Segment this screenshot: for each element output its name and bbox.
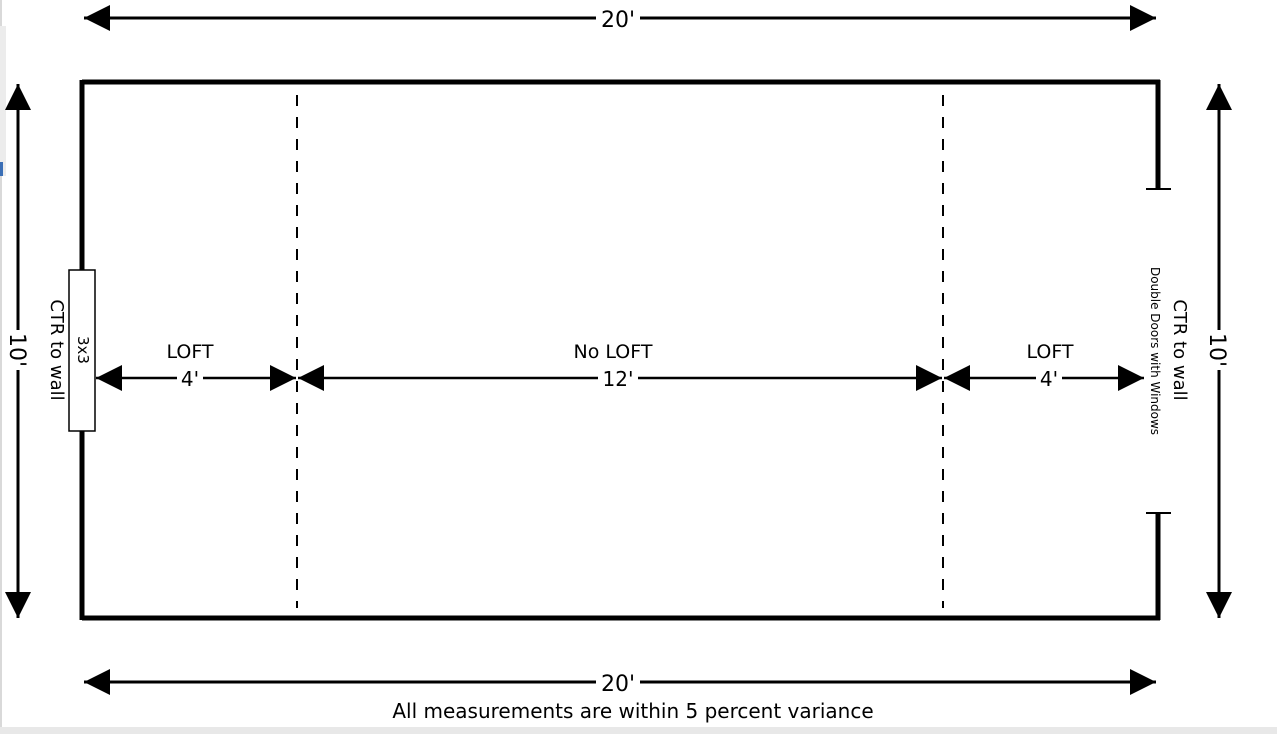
double-doors-label: Double Doors with Windows (1148, 267, 1162, 435)
loft-left-label: LOFT (166, 341, 213, 363)
bottom-dimension: 20' (84, 669, 1156, 697)
variance-note: All measurements are within 5 percent va… (392, 699, 873, 723)
no-loft-dim-label: 12' (603, 367, 634, 391)
post-box: 3x3 (68, 269, 96, 432)
loft-right-dim-label: 4' (1040, 367, 1058, 391)
loft-left-dim-label: 4' (181, 367, 199, 391)
top-dimension: 20' (84, 4, 1156, 33)
right-ctr-label: CTR to wall (1169, 299, 1190, 400)
right-dimension: 10' (1204, 84, 1233, 618)
loft-left-dimension: 4' LOFT (96, 341, 296, 391)
left-edge-line (0, 0, 2, 727)
left-ctr-label: CTR to wall (46, 299, 67, 400)
bottom-edge-band (0, 727, 1277, 734)
left-dimension: 10' (4, 84, 32, 618)
loft-right-label: LOFT (1026, 341, 1073, 363)
right-height-label: 10' (1204, 333, 1229, 367)
loft-right-dimension: 4' LOFT (944, 341, 1144, 391)
no-loft-dimension: 12' No LOFT (298, 341, 942, 391)
left-height-label: 10' (4, 333, 29, 367)
left-edge-tab (0, 26, 6, 176)
top-width-label: 20' (601, 8, 635, 33)
left-edge-accent (0, 162, 3, 176)
bottom-width-label: 20' (601, 672, 635, 697)
post-label: 3x3 (74, 336, 92, 364)
no-loft-label: No LOFT (574, 341, 653, 363)
